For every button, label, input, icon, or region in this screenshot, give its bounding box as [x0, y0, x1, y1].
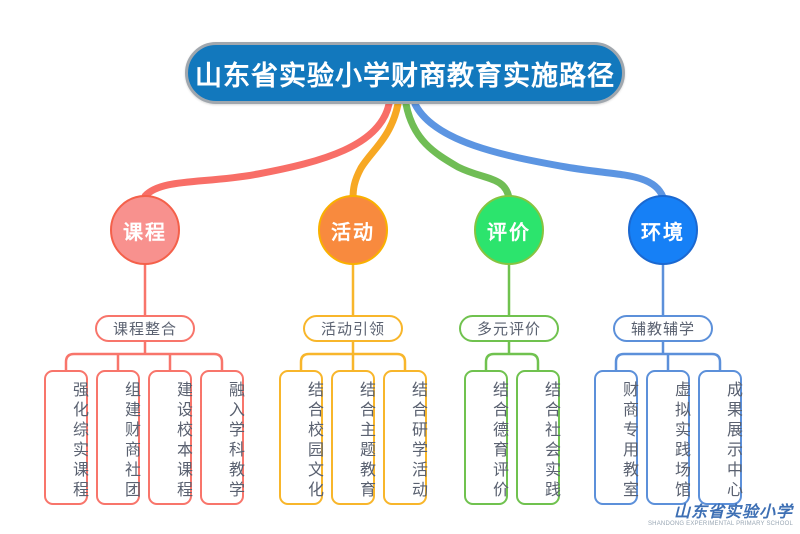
leaf-node: 结合德育评价	[464, 370, 508, 505]
school-logo: 山东省实验小学 SHANDONG EXPERIMENTAL PRIMARY SC…	[648, 503, 793, 528]
leaf-node: 组建财商社团	[96, 370, 140, 505]
leaf-node: 财商专用教室	[594, 370, 638, 505]
tree-lines-evaluation	[484, 263, 540, 372]
curve-evaluation	[402, 100, 513, 202]
tree-lines-curriculum	[64, 263, 224, 372]
branch-circle-evaluation: 评价	[474, 195, 544, 265]
school-logo-subtitle: SHANDONG EXPERIMENTAL PRIMARY SCHOOL	[647, 520, 793, 527]
leaf-node: 结合校园文化	[279, 370, 323, 505]
leaf-node: 结合社会实践	[516, 370, 560, 505]
leaf-node: 结合主题教育	[331, 370, 375, 505]
school-logo-name: 山东省实验小学	[673, 502, 793, 522]
leaf-node: 强化综实课程	[44, 370, 88, 505]
sub-topic-environment: 辅教辅学	[613, 315, 713, 342]
curve-activities	[349, 100, 402, 203]
branch-circle-curriculum: 课程	[110, 195, 180, 265]
tree-lines-environment	[614, 263, 722, 372]
leaf-node: 成果展示中心	[698, 370, 742, 505]
tree-lines-activities	[299, 263, 407, 372]
leaf-node: 结合研学活动	[383, 370, 427, 505]
branch-circle-activities: 活动	[318, 195, 388, 265]
diagram-title: 山东省实验小学财商教育实施路径	[185, 42, 625, 104]
sub-topic-evaluation: 多元评价	[459, 315, 559, 342]
branch-circle-environment: 环境	[628, 195, 698, 265]
leaf-node: 建设校本课程	[148, 370, 192, 505]
curve-environment	[411, 100, 667, 201]
sub-topic-curriculum: 课程整合	[95, 315, 195, 342]
sub-topic-activities: 活动引领	[303, 315, 403, 342]
curve-curriculum	[141, 100, 393, 200]
leaf-node: 虚拟实践场馆	[646, 370, 690, 505]
leaf-node: 融入学科教学	[200, 370, 244, 505]
